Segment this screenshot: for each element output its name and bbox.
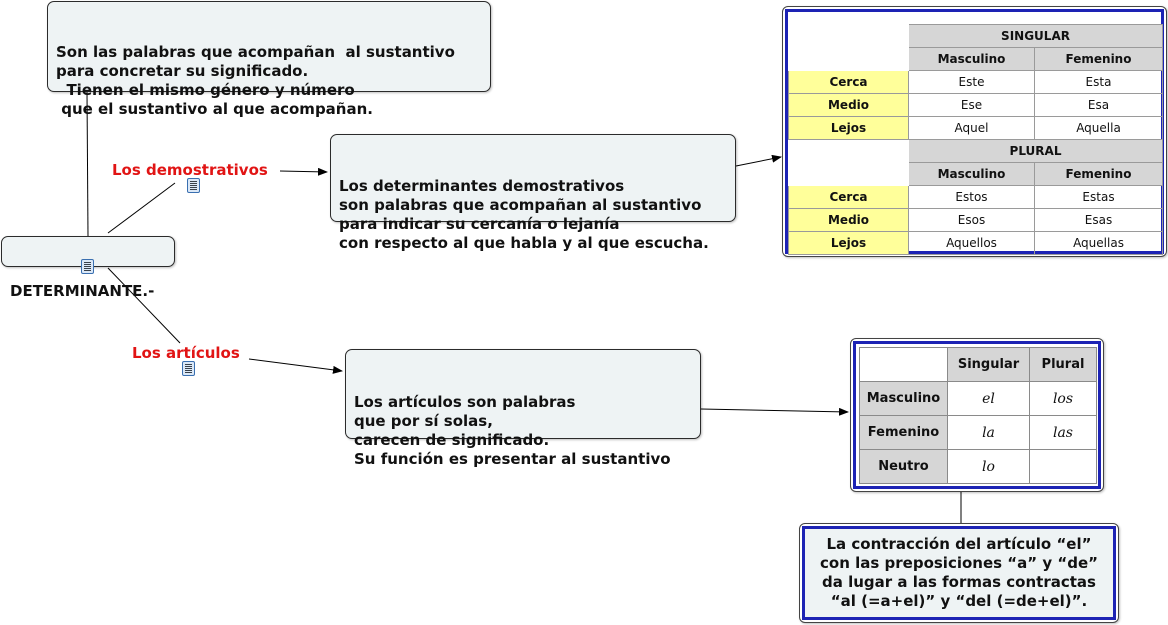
- demostrativos-description-text: Los determinantes demostrativos son pala…: [339, 177, 709, 252]
- arrow-description-table: [735, 154, 782, 167]
- articulos-table-frame: Singular Plural Masculino el los Femenin…: [850, 338, 1104, 492]
- arrow-articulos-description: [248, 358, 343, 374]
- articulos-table: Singular Plural Masculino el los Femenin…: [859, 347, 1097, 484]
- articulos-description-text: Los artículos son palabras que por sí so…: [354, 393, 671, 468]
- definition-text: Son las palabras que acompañan al sustan…: [56, 43, 455, 118]
- col-femenino: Femenino: [1033, 162, 1164, 186]
- table-row: Lejos Aquel Aquella: [788, 116, 1164, 140]
- document-icon[interactable]: [187, 178, 200, 193]
- col-masculino: Masculino: [908, 47, 1035, 71]
- document-icon[interactable]: [182, 361, 195, 376]
- col-singular: Singular: [947, 347, 1030, 382]
- arrow-demostrativos-description: [279, 167, 328, 176]
- link-root-articulos: [107, 267, 181, 344]
- col-femenino: Femenino: [1033, 47, 1164, 71]
- demostrativos-description-node[interactable]: Los determinantes demostrativos son pala…: [330, 134, 736, 252]
- table-row: Neutro lo: [859, 449, 1097, 484]
- contraction-text: La contracción del artículo “el” con las…: [820, 535, 1098, 610]
- document-icon[interactable]: [81, 259, 94, 274]
- table-row: Medio Ese Esa: [788, 93, 1164, 117]
- definition-node[interactable]: Son las palabras que acompañan al sustan…: [47, 1, 491, 118]
- link-root-definition: [86, 91, 89, 237]
- col-plural: Plural: [1029, 347, 1097, 382]
- table-row: Masculino el los: [859, 381, 1097, 416]
- singular-header: SINGULAR: [907, 24, 1164, 48]
- table-row: Cerca Estos Estas: [788, 185, 1164, 209]
- link-root-demostrativos: [107, 182, 176, 234]
- arrow-articulos-table: [700, 407, 849, 416]
- demostrativos-label[interactable]: Los demostrativos: [112, 161, 268, 179]
- root-label: DETERMINANTE.-: [10, 282, 155, 300]
- table-row: Medio Esos Esas: [788, 208, 1164, 232]
- table-row: Cerca Este Esta: [788, 70, 1164, 94]
- contraction-node[interactable]: La contracción del artículo “el” con las…: [799, 523, 1119, 623]
- col-masculino: Masculino: [908, 162, 1035, 186]
- demostrativos-table: SINGULAR Masculino Femenino Cerca Este E…: [788, 24, 1164, 255]
- table-row: Femenino la las: [859, 415, 1097, 450]
- plural-header: PLURAL: [907, 139, 1164, 163]
- articulos-description-node[interactable]: Los artículos son palabras que por sí so…: [345, 349, 701, 468]
- table-row: Lejos Aquellos Aquellas: [788, 231, 1164, 255]
- demostrativos-table-frame: SINGULAR Masculino Femenino Cerca Este E…: [782, 6, 1167, 257]
- articulos-label[interactable]: Los artículos: [132, 344, 240, 362]
